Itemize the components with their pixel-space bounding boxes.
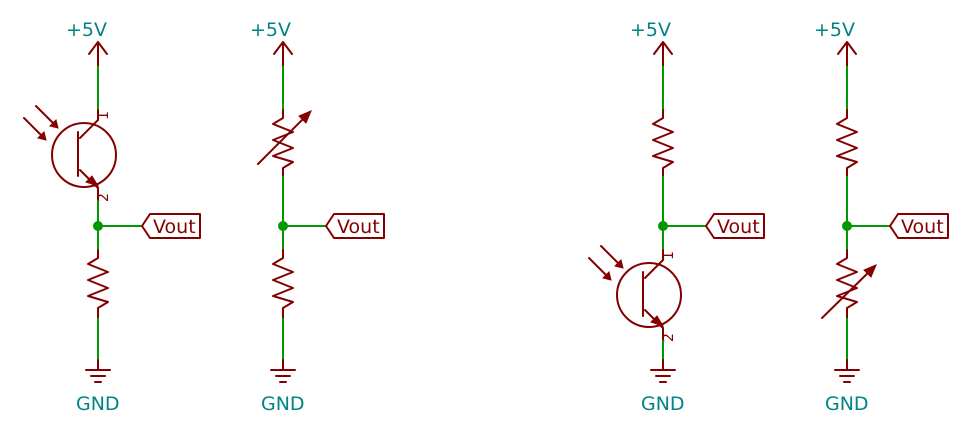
- ground-icon: [650, 359, 676, 383]
- supply-label: +5V: [814, 19, 855, 41]
- power-arrow-icon: [653, 41, 673, 67]
- junction-dot: [278, 221, 288, 231]
- ground-label: GND: [261, 393, 305, 415]
- ground-icon: [85, 359, 111, 383]
- power-arrow-icon: [837, 41, 857, 67]
- ground-label: GND: [76, 393, 120, 415]
- pin-2-label: 2: [661, 333, 677, 342]
- output-label-flag: Vout: [141, 213, 201, 239]
- ground-label: GND: [641, 393, 685, 415]
- output-label: Vout: [153, 216, 196, 238]
- output-label-flag: Vout: [889, 213, 949, 239]
- output-label: Vout: [901, 216, 944, 238]
- output-label: Vout: [337, 216, 380, 238]
- pin-1-label: 1: [96, 111, 112, 120]
- pin-1-label: 1: [661, 251, 677, 260]
- resistor-icon: [652, 109, 674, 177]
- variable-resistor-icon: [257, 109, 312, 177]
- output-label: Vout: [717, 216, 760, 238]
- phototransistor-icon: [588, 245, 682, 341]
- junction-dot: [842, 221, 852, 231]
- resistor-icon: [836, 109, 858, 177]
- circuit-2: +5V Vout GND: [250, 19, 385, 415]
- supply-label: +5V: [250, 19, 291, 41]
- output-label-flag: Vout: [705, 213, 765, 239]
- variable-resistor-icon: [821, 249, 877, 319]
- pin-2-label: 2: [96, 193, 112, 202]
- ground-label: GND: [825, 393, 869, 415]
- ground-icon: [834, 359, 860, 383]
- output-label-flag: Vout: [325, 213, 385, 239]
- phototransistor-icon: [23, 105, 117, 201]
- circuit-1: +5V 1 2 Vout: [23, 19, 201, 415]
- resistor-icon: [87, 249, 109, 319]
- supply-label: +5V: [66, 19, 107, 41]
- resistor-icon: [272, 249, 294, 319]
- circuit-4: +5V Vout GND: [814, 19, 949, 415]
- power-arrow-icon: [273, 41, 293, 67]
- junction-dot: [658, 221, 668, 231]
- circuit-3: +5V Vout 1 2 GND: [588, 19, 765, 415]
- junction-dot: [93, 221, 103, 231]
- ground-icon: [270, 359, 296, 383]
- supply-label: +5V: [630, 19, 671, 41]
- power-arrow-icon: [88, 41, 108, 67]
